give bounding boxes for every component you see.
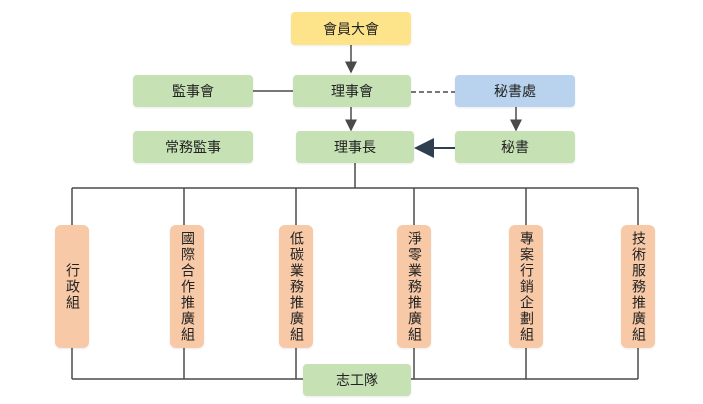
- node-group-administration: 行政組: [55, 225, 89, 348]
- node-group-low-carbon-label: 低碳業務推廣組: [288, 230, 304, 343]
- node-group-project-marketing-label: 專案行銷企劃組: [518, 230, 534, 343]
- node-chairman: 理事長: [296, 131, 414, 163]
- node-general-assembly-label: 會員大會: [323, 21, 379, 38]
- node-board-of-directors: 理事會: [293, 75, 411, 107]
- node-secretariat: 秘書處: [455, 75, 575, 107]
- node-secretariat-label: 秘書處: [494, 84, 536, 100]
- node-volunteers: 志工隊: [303, 364, 411, 396]
- node-group-international-cooperation: 國際合作推廣組: [170, 225, 204, 348]
- node-group-project-marketing: 專案行銷企劃組: [509, 225, 543, 348]
- node-standing-supervisor: 常務監事: [133, 131, 253, 163]
- node-group-administration-label: 行政組: [64, 262, 80, 311]
- node-secretary-label: 秘書: [501, 140, 529, 156]
- node-secretary: 秘書: [455, 131, 575, 163]
- node-supervisors-board: 監事會: [133, 75, 253, 107]
- node-volunteers-label: 志工隊: [336, 373, 378, 389]
- node-group-technical-service-label: 技術服務推廣組: [630, 230, 646, 343]
- node-group-technical-service: 技術服務推廣組: [621, 225, 655, 348]
- node-supervisors-board-label: 監事會: [172, 84, 214, 100]
- node-general-assembly: 會員大會: [291, 12, 411, 45]
- node-group-net-zero: 淨零業務推廣組: [397, 225, 431, 348]
- node-group-net-zero-label: 淨零業務推廣組: [406, 230, 422, 343]
- node-group-low-carbon: 低碳業務推廣組: [279, 225, 313, 348]
- node-board-of-directors-label: 理事會: [331, 84, 373, 100]
- node-group-international-cooperation-label: 國際合作推廣組: [179, 230, 195, 343]
- node-chairman-label: 理事長: [334, 140, 376, 156]
- node-standing-supervisor-label: 常務監事: [165, 140, 221, 156]
